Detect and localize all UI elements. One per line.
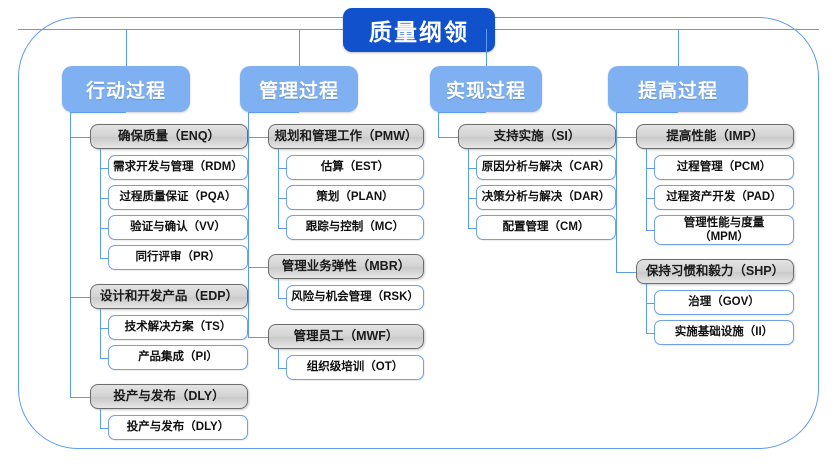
connector-group-3-1-to-leaf-3 xyxy=(468,227,476,229)
leaf-box-1-1-4[interactable]: 同行评审（PR） xyxy=(108,245,248,270)
leaf-box-3-1-3[interactable]: 配置管理（CM） xyxy=(476,215,616,240)
root-node-title: 质量纲领 xyxy=(343,8,495,52)
leaf-box-4-1-2[interactable]: 过程资产开发（PAD） xyxy=(654,185,794,210)
group-box-1-2[interactable]: 设计和开发产品（EDP） xyxy=(90,284,248,309)
connector-group-1-1-to-leaf-3 xyxy=(100,227,108,229)
connector-group-spine-1-2 xyxy=(100,309,101,358)
leaf-box-1-3-1[interactable]: 投产与发布（DLY） xyxy=(108,415,248,440)
connector-group-spine-2-1 xyxy=(278,149,279,228)
connector-group-2-1-to-leaf-2 xyxy=(278,197,286,199)
leaf-box-4-2-1[interactable]: 治理（GOV） xyxy=(654,290,794,315)
group-box-2-3[interactable]: 管理员工（MWF） xyxy=(268,324,424,349)
column-header-1[interactable]: 行动过程 xyxy=(62,66,190,112)
connector-column-spine-1 xyxy=(70,112,71,397)
connector-root-to-column-1 xyxy=(126,29,127,66)
connector-header-stub-3 xyxy=(438,112,486,113)
group-box-1-1[interactable]: 确保质量（ENQ） xyxy=(90,124,248,149)
connector-column-1-to-group-2 xyxy=(70,296,90,298)
connector-column-4-to-group-2 xyxy=(616,271,636,273)
leaf-box-4-1-3[interactable]: 管理性能与度量（MPM） xyxy=(654,215,794,245)
connector-group-spine-1-3 xyxy=(100,409,101,428)
connector-root-to-column-2 xyxy=(299,29,300,66)
leaf-box-2-3-1[interactable]: 组织级培训（OT） xyxy=(286,355,424,380)
connector-group-spine-4-1 xyxy=(646,149,647,230)
connector-column-3-to-group-1 xyxy=(438,136,458,138)
column-header-2[interactable]: 管理过程 xyxy=(240,66,358,112)
connector-root-to-column-3 xyxy=(486,29,487,66)
leaf-box-3-1-2[interactable]: 决策分析与解决（DAR） xyxy=(476,185,616,210)
group-box-4-1[interactable]: 提高性能（IMP） xyxy=(636,124,794,149)
connector-column-spine-2 xyxy=(248,112,249,337)
connector-group-3-1-to-leaf-1 xyxy=(468,167,476,169)
column-header-3[interactable]: 实现过程 xyxy=(430,66,542,112)
connector-group-2-1-to-leaf-1 xyxy=(278,167,286,169)
connector-group-2-1-to-leaf-3 xyxy=(278,227,286,229)
connector-group-4-1-to-leaf-3 xyxy=(646,230,654,231)
connector-group-1-2-to-leaf-2 xyxy=(100,357,108,359)
connector-group-spine-3-1 xyxy=(468,149,469,228)
connector-group-1-3-to-leaf-1 xyxy=(100,427,108,429)
leaf-box-1-1-1[interactable]: 需求开发与管理（RDM） xyxy=(108,155,248,180)
connector-header-stub-2 xyxy=(248,112,299,113)
connector-group-2-2-to-leaf-1 xyxy=(278,297,286,299)
leaf-box-2-1-3[interactable]: 跟踪与控制（MC） xyxy=(286,215,424,240)
connector-root-to-column-4 xyxy=(678,29,679,66)
connector-column-spine-4 xyxy=(616,112,617,272)
column-header-4[interactable]: 提高过程 xyxy=(608,66,748,112)
leaf-box-4-2-2[interactable]: 实施基础设施（II） xyxy=(654,320,794,345)
group-box-3-1[interactable]: 支持实施（SI） xyxy=(458,124,616,149)
group-box-2-1[interactable]: 规划和管理工作（PMW） xyxy=(268,124,424,149)
leaf-box-1-2-2[interactable]: 产品集成（PI） xyxy=(108,345,248,370)
connector-header-stub-1 xyxy=(70,112,126,113)
connector-group-spine-1-1 xyxy=(100,149,101,258)
connector-group-1-1-to-leaf-1 xyxy=(100,167,108,169)
group-box-2-2[interactable]: 管理业务弹性（MBR） xyxy=(268,254,424,279)
connector-group-spine-4-2 xyxy=(646,284,647,333)
connector-column-1-to-group-3 xyxy=(70,396,90,398)
leaf-box-2-2-1[interactable]: 风险与机会管理（RSK） xyxy=(286,285,424,310)
connector-group-1-2-to-leaf-1 xyxy=(100,327,108,329)
leaf-box-1-1-2[interactable]: 过程质量保证（PQA） xyxy=(108,185,248,210)
leaf-box-1-1-3[interactable]: 验证与确认（VV） xyxy=(108,215,248,240)
connector-group-spine-2-2 xyxy=(278,279,279,298)
connector-group-4-1-to-leaf-2 xyxy=(646,197,654,199)
group-box-1-3[interactable]: 投产与发布（DLY） xyxy=(90,384,248,409)
connector-group-2-3-to-leaf-1 xyxy=(278,367,286,369)
leaf-box-4-1-1[interactable]: 过程管理（PCM） xyxy=(654,155,794,180)
connector-column-2-to-group-3 xyxy=(248,336,268,338)
connector-header-stub-4 xyxy=(616,112,678,113)
group-box-4-2[interactable]: 保持习惯和毅力（SHP） xyxy=(636,259,794,284)
connector-group-spine-2-3 xyxy=(278,349,279,368)
connector-column-1-to-group-1 xyxy=(70,136,90,138)
connector-group-4-2-to-leaf-1 xyxy=(646,302,654,304)
leaf-box-2-1-1[interactable]: 估算（EST） xyxy=(286,155,424,180)
connector-group-1-1-to-leaf-4 xyxy=(100,257,108,259)
connector-group-4-2-to-leaf-2 xyxy=(646,332,654,334)
connector-group-3-1-to-leaf-2 xyxy=(468,197,476,199)
connector-column-2-to-group-1 xyxy=(248,136,268,138)
connector-group-4-1-to-leaf-1 xyxy=(646,167,654,169)
connector-column-spine-3 xyxy=(438,112,439,137)
connector-column-4-to-group-1 xyxy=(616,136,636,138)
leaf-box-1-2-1[interactable]: 技术解决方案（TS） xyxy=(108,315,248,340)
leaf-box-3-1-1[interactable]: 原因分析与解决（CAR） xyxy=(476,155,616,180)
leaf-box-2-1-2[interactable]: 策划（PLAN） xyxy=(286,185,424,210)
connector-column-2-to-group-2 xyxy=(248,266,268,268)
connector-group-1-1-to-leaf-2 xyxy=(100,197,108,199)
